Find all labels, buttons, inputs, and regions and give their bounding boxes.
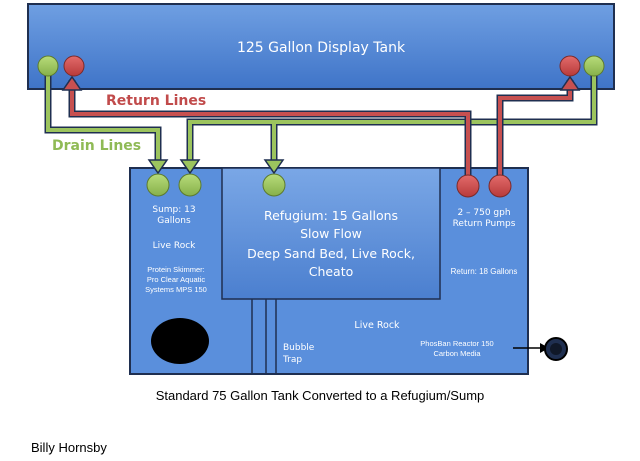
drain-lines-fill bbox=[46, 66, 596, 164]
sump-drain-inlet-2 bbox=[178, 173, 202, 197]
refugium-line1: Refugium: 15 Gallons bbox=[264, 208, 398, 223]
sump-title-line1: Sump: 13 bbox=[152, 205, 195, 215]
author-name: Billy Hornsby bbox=[31, 440, 107, 455]
reactor-line1: PhosBan Reactor 150 bbox=[420, 339, 493, 348]
return-pump-2 bbox=[488, 174, 512, 198]
return-arrowheads bbox=[61, 75, 581, 91]
sump-drain-inlet-1 bbox=[146, 173, 170, 197]
diagram-caption: Standard 75 Gallon Tank Converted to a R… bbox=[155, 388, 485, 403]
refugium-box bbox=[221, 167, 441, 300]
refugium-line3: Deep Sand Bed, Live Rock, bbox=[247, 246, 415, 261]
return-pumps-line2: Return Pumps bbox=[453, 219, 516, 229]
return-pumps-line1: 2 – 750 gph bbox=[457, 208, 510, 218]
drain-port-right bbox=[583, 55, 605, 77]
sump-title-line2: Gallons bbox=[157, 216, 191, 226]
protein-skimmer-icon bbox=[151, 318, 209, 364]
return-lines-label: Return Lines bbox=[106, 93, 206, 109]
baffles bbox=[251, 299, 277, 374]
skimmer-line2: Pro Clear Aquatic bbox=[147, 275, 206, 284]
bottom-live-rock: Live Rock bbox=[354, 320, 400, 331]
return-port-left bbox=[63, 55, 85, 77]
refugium-drain-inlet bbox=[262, 173, 286, 197]
drain-lines-label: Drain Lines bbox=[52, 138, 141, 154]
return-port-right bbox=[559, 55, 581, 77]
skimmer-line1: Protein Skimmer: bbox=[147, 265, 205, 274]
reactor-line2: Carbon Media bbox=[433, 349, 481, 358]
drain-arrowheads bbox=[147, 159, 285, 175]
bubble-trap-line1: Bubble bbox=[283, 343, 315, 353]
sump-live-rock: Live Rock bbox=[153, 241, 197, 251]
return-pump-1 bbox=[456, 174, 480, 198]
drain-port-left bbox=[37, 55, 59, 77]
refugium-line2: Slow Flow bbox=[300, 226, 362, 241]
refugium-line4: Cheato bbox=[309, 264, 354, 279]
skimmer-line3: Systems MPS 150 bbox=[145, 285, 207, 294]
display-tank bbox=[27, 3, 615, 90]
bubble-trap-line2: Trap bbox=[282, 355, 302, 365]
display-tank-title: 125 Gallon Display Tank bbox=[237, 40, 406, 56]
return-gallons: Return: 18 Gallons bbox=[451, 267, 518, 276]
